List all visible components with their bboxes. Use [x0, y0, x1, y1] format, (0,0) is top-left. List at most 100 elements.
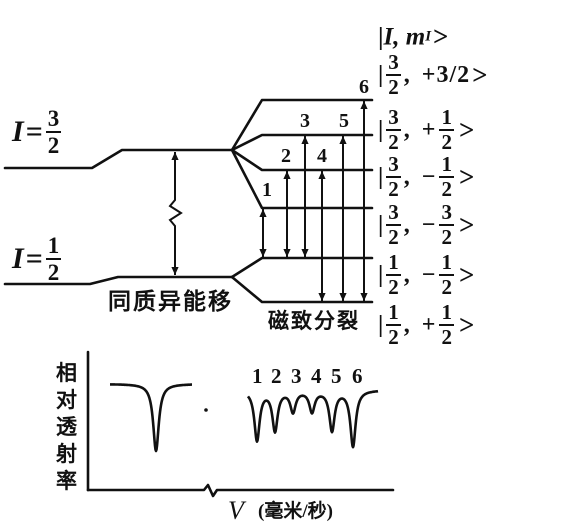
spectrum-curve-right: [246, 389, 379, 449]
sublevel-upper-m-plus-1-2: [230, 133, 374, 152]
sublevel-upper-m-minus-1-2: [230, 148, 374, 172]
x-axis-unit: (毫米/秒): [258, 501, 333, 522]
spin-den: 2: [388, 225, 399, 249]
m-den: 2: [441, 177, 452, 201]
isomer-shift-label: 同质异能移: [108, 289, 233, 314]
x-axis-variable: V: [228, 496, 244, 525]
ket-separator: ,: [403, 211, 410, 238]
spin-den: 2: [388, 75, 399, 99]
spin-num: 3: [386, 50, 401, 76]
peak-label-4: 4: [311, 364, 322, 388]
spin-num: 1: [386, 250, 401, 276]
y-label-char: 相: [56, 361, 77, 385]
ket-open: |: [378, 23, 384, 50]
ket-separator: ,: [403, 163, 410, 190]
transition-label-3: 3: [300, 110, 310, 132]
m-sign: −: [421, 163, 436, 190]
m-sign: −: [421, 211, 436, 238]
ket-open: |: [378, 163, 384, 190]
ket-separator: ,: [403, 116, 410, 143]
ket-close: >: [472, 59, 488, 90]
transition-label-2: 2: [281, 145, 291, 167]
m-num: 1: [439, 250, 454, 276]
ket-close: >: [458, 161, 475, 192]
m-den: 2: [441, 130, 452, 154]
level-upper-i-3-2: [3, 148, 234, 170]
spectrum-x-axis: [86, 483, 395, 498]
ket-open: |: [378, 311, 384, 338]
equals-sign: =: [25, 115, 43, 148]
level-lower-i-1-2: [3, 275, 234, 286]
magnetic-splitting-label: 磁致分裂: [268, 309, 360, 333]
ket-open: |: [378, 61, 384, 88]
ket-close: >: [458, 209, 475, 240]
transition-label-1: 1: [262, 179, 272, 201]
spin-num: 3: [45, 106, 62, 133]
m-num: 1: [439, 300, 454, 326]
peak-label-1: 1: [252, 364, 263, 388]
m-sign: +: [421, 311, 436, 338]
m-num: 3: [439, 200, 454, 226]
spin-num: 1: [45, 233, 62, 260]
isomer-shift-arrow: [168, 152, 183, 275]
ket-close: >: [458, 309, 475, 340]
spectrum-dot: [204, 408, 208, 412]
m-num: 1: [439, 105, 454, 131]
ket-close: >: [458, 114, 475, 145]
spin-den: 2: [388, 177, 399, 201]
transition-label-6: 6: [359, 76, 369, 98]
ket-separator: ,: [403, 261, 410, 288]
sublevel-upper-m-plus-3-2: [230, 98, 374, 152]
spin-den: 2: [47, 133, 60, 158]
spin-symbol: I: [12, 242, 24, 275]
m-sign: +: [421, 116, 436, 143]
spin-num: 1: [386, 300, 401, 326]
peak-label-3: 3: [291, 364, 302, 388]
ket-open: |: [378, 211, 384, 238]
spin-num: 3: [386, 152, 401, 178]
m-den: 2: [441, 325, 452, 349]
ket-separator: ,: [403, 311, 410, 338]
spin-symbol: I: [12, 115, 24, 148]
spin-num: 3: [386, 105, 401, 131]
transition-label-4: 4: [317, 145, 327, 167]
state-header: | I, m I >: [378, 22, 448, 53]
sublevel-lower-m-minus-1-2: [230, 256, 374, 279]
header-subscript: I: [425, 28, 432, 45]
equals-sign: =: [25, 242, 43, 275]
spin-num: 3: [386, 200, 401, 226]
m-sign: −: [421, 261, 436, 288]
spectrum-curve-left: [109, 383, 193, 453]
spin-den: 2: [388, 325, 399, 349]
m-den: 2: [441, 225, 452, 249]
spectrum-y-label: 相 对 透 射 率: [56, 360, 77, 495]
peak-label-6: 6: [352, 364, 363, 388]
m-num: 1: [439, 152, 454, 178]
transition-label-5: 5: [339, 110, 349, 132]
peak-label-2: 2: [271, 364, 282, 388]
ket-open: |: [378, 116, 384, 143]
ket-close: >: [433, 21, 449, 52]
m-den: 2: [441, 275, 452, 299]
